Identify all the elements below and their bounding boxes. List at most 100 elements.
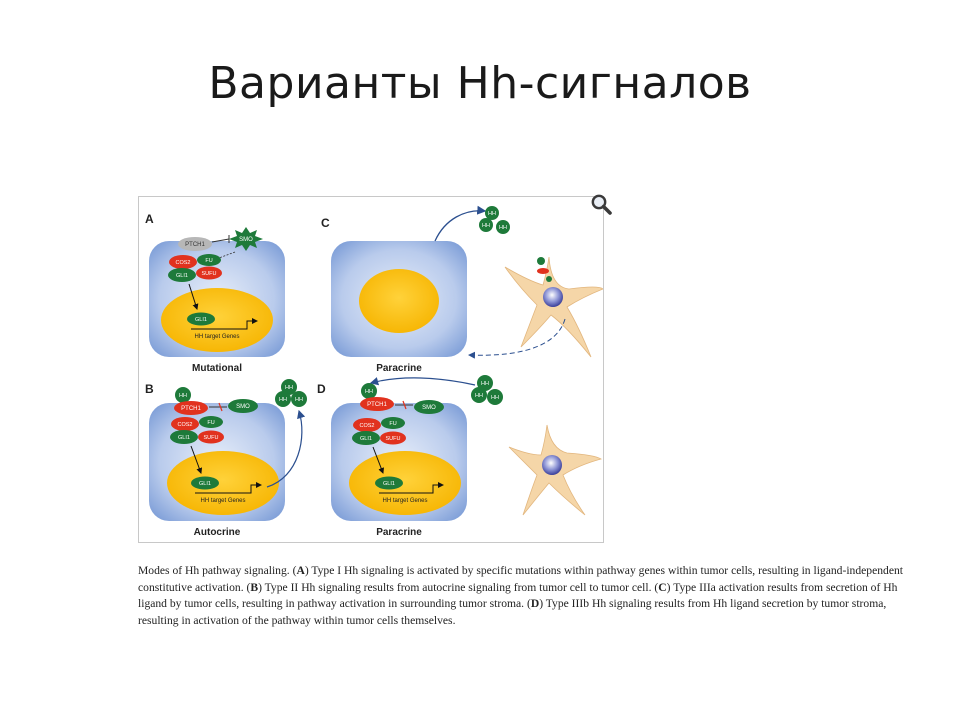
panel-c-stroma-receptor-green bbox=[537, 257, 545, 265]
caption-type-iiib: ) Type IIIb Hh signaling results from Hh… bbox=[138, 597, 887, 627]
panel-b-hh-1 bbox=[281, 379, 297, 395]
panel-d-target-genes: HH target Genes bbox=[382, 498, 427, 504]
panel-d-label: Paracrine bbox=[376, 527, 422, 538]
panel-c-secretion-arrow bbox=[434, 205, 487, 242]
panel-b-hh-2-label: HH bbox=[279, 397, 287, 403]
panel-b-label: Autocrine bbox=[194, 527, 241, 538]
panel-d-sufu-label: SUFU bbox=[386, 436, 401, 442]
panel-a-cos2-label: COS2 bbox=[176, 260, 191, 266]
panel-b-cos2-label: COS2 bbox=[178, 422, 193, 428]
panel-a-gli1-nuclear-label: GLI1 bbox=[195, 317, 207, 323]
panel-b-smo bbox=[228, 399, 258, 413]
panel-d-gli1-nuclear bbox=[375, 476, 403, 490]
panel-a-gli1-nuclear bbox=[187, 312, 215, 326]
panel-d-ptch1 bbox=[360, 397, 394, 411]
panel-b-ptch1 bbox=[174, 401, 208, 415]
panel-a-inhibit bbox=[211, 238, 230, 243]
panel-d-cos2-label: COS2 bbox=[360, 423, 375, 429]
panel-a: A PTCH1 SMO COS2 FU GLI1 SUFU GLI1 HH ta… bbox=[145, 212, 285, 374]
panel-d-hh-1-label: HH bbox=[481, 381, 489, 387]
figure-frame: A PTCH1 SMO COS2 FU GLI1 SUFU GLI1 HH ta… bbox=[138, 196, 604, 543]
panel-b-letter: B bbox=[145, 382, 154, 396]
panel-d-fu-label: FU bbox=[389, 421, 396, 427]
slide-title: Варианты Hh-сигналов bbox=[208, 58, 752, 109]
panel-a-ptch1 bbox=[178, 237, 212, 251]
caption-type-ii: ) Type II Hh signaling results from auto… bbox=[258, 580, 659, 594]
panel-a-sufu bbox=[196, 266, 222, 280]
panel-d-hh-bound bbox=[361, 383, 377, 399]
caption-type-i: ) Type I Hh signaling is activated by sp… bbox=[138, 564, 903, 594]
panel-d-fu bbox=[381, 417, 405, 429]
panel-b-ptch1-label: PTCH1 bbox=[181, 406, 201, 412]
panel-a-ptch1-label: PTCH1 bbox=[185, 242, 205, 248]
panel-b-target-genes: HH target Genes bbox=[200, 498, 245, 504]
panel-c-stroma-nucleus bbox=[543, 287, 563, 307]
panel-a-sufu-label: SUFU bbox=[202, 271, 217, 277]
panel-b-hh-2 bbox=[275, 391, 291, 407]
panel-b-autocrine-arrow bbox=[266, 409, 306, 488]
panel-b: B HH PTCH1 SMO HH HH HH COS2 FU GLI1 SUF… bbox=[145, 379, 307, 538]
panel-b-cos2 bbox=[171, 417, 199, 431]
panel-d: D HH PTCH1 SMO COS2 FU GLI1 SUFU GLI1 HH… bbox=[317, 375, 602, 538]
figure-caption: Modes of Hh pathway signaling. (A) Type … bbox=[138, 563, 928, 629]
panel-a-target-genes: HH target Genes bbox=[194, 334, 239, 340]
panel-b-smo-label: SMO bbox=[236, 404, 250, 410]
caption-intro: Modes of Hh pathway signaling. ( bbox=[138, 564, 297, 577]
panel-d-smo-label: SMO bbox=[422, 405, 436, 411]
panel-b-sufu bbox=[198, 430, 224, 444]
panel-d-gli1 bbox=[352, 431, 380, 445]
panel-d-cos2 bbox=[353, 418, 381, 432]
hh-signaling-diagram: A PTCH1 SMO COS2 FU GLI1 SUFU GLI1 HH ta… bbox=[145, 205, 603, 538]
panel-c-hh-1 bbox=[485, 206, 499, 220]
panel-d-hh-2-label: HH bbox=[475, 393, 483, 399]
panel-b-gli1-nuclear bbox=[191, 476, 219, 490]
panel-b-hh-1-label: HH bbox=[285, 385, 293, 391]
panel-d-paracrine-arrow bbox=[369, 377, 476, 386]
panel-c-label: Paracrine bbox=[376, 363, 422, 374]
panel-a-gli1 bbox=[168, 268, 196, 282]
panel-b-gli1-label: GLI1 bbox=[178, 435, 190, 441]
panel-b-hh-3 bbox=[291, 391, 307, 407]
panel-d-gli1-nuclear-label: GLI1 bbox=[383, 481, 395, 487]
panel-d-gli1-label: GLI1 bbox=[360, 436, 372, 442]
panel-a-smo bbox=[229, 227, 263, 251]
panel-a-gli1-label: GLI1 bbox=[176, 273, 188, 279]
panel-d-smo bbox=[414, 400, 444, 414]
panel-c-stroma-cell bbox=[504, 256, 603, 358]
panel-d-letter: D bbox=[317, 382, 326, 396]
caption-type-iiia: ) Type IIIa activation results from secr… bbox=[138, 580, 898, 611]
panel-c-paracrine-arrow bbox=[468, 318, 566, 359]
zoom-magnifier-icon[interactable] bbox=[590, 193, 612, 215]
panel-d-ptch1-label: PTCH1 bbox=[367, 402, 387, 408]
panel-b-sufu-label: SUFU bbox=[204, 435, 219, 441]
panel-d-sufu bbox=[380, 431, 406, 445]
panel-c-nucleus bbox=[359, 269, 439, 333]
panel-b-hh-bound bbox=[175, 387, 191, 403]
panel-b-fu-label: FU bbox=[207, 420, 214, 426]
panel-c-hh-2-label: HH bbox=[482, 223, 490, 229]
panel-a-nucleus bbox=[161, 288, 273, 352]
panel-c-stroma-receptor-red bbox=[537, 268, 549, 274]
panel-c-hh-2 bbox=[479, 218, 493, 232]
panel-c-hh-1-label: HH bbox=[488, 211, 496, 217]
panel-d-hh-1 bbox=[477, 375, 493, 391]
panel-d-hh-3-label: HH bbox=[491, 395, 499, 401]
panel-a-fu-label: FU bbox=[205, 258, 212, 264]
panel-d-hh-bound-label: HH bbox=[365, 389, 373, 395]
caption-letter-b: B bbox=[250, 580, 259, 594]
panel-a-label: Mutational bbox=[192, 363, 242, 374]
panel-d-stroma-nucleus bbox=[542, 455, 562, 475]
panel-b-nucleus bbox=[167, 451, 279, 515]
panel-a-smo-label: SMO bbox=[239, 237, 253, 243]
panel-c: C HH HH HH Paracrine bbox=[321, 205, 603, 374]
panel-c-letter: C bbox=[321, 216, 330, 230]
panel-b-hh-3-label: HH bbox=[295, 397, 303, 403]
panel-c-hh-3-label: HH bbox=[499, 225, 507, 231]
panel-b-gli1 bbox=[170, 430, 198, 444]
caption-letter-d: D bbox=[530, 597, 540, 610]
panel-d-hh-3 bbox=[487, 389, 503, 405]
panel-d-nucleus bbox=[349, 451, 461, 515]
panel-c-hh-3 bbox=[496, 220, 510, 234]
panel-a-letter: A bbox=[145, 212, 154, 226]
panel-d-hh-2 bbox=[471, 387, 487, 403]
